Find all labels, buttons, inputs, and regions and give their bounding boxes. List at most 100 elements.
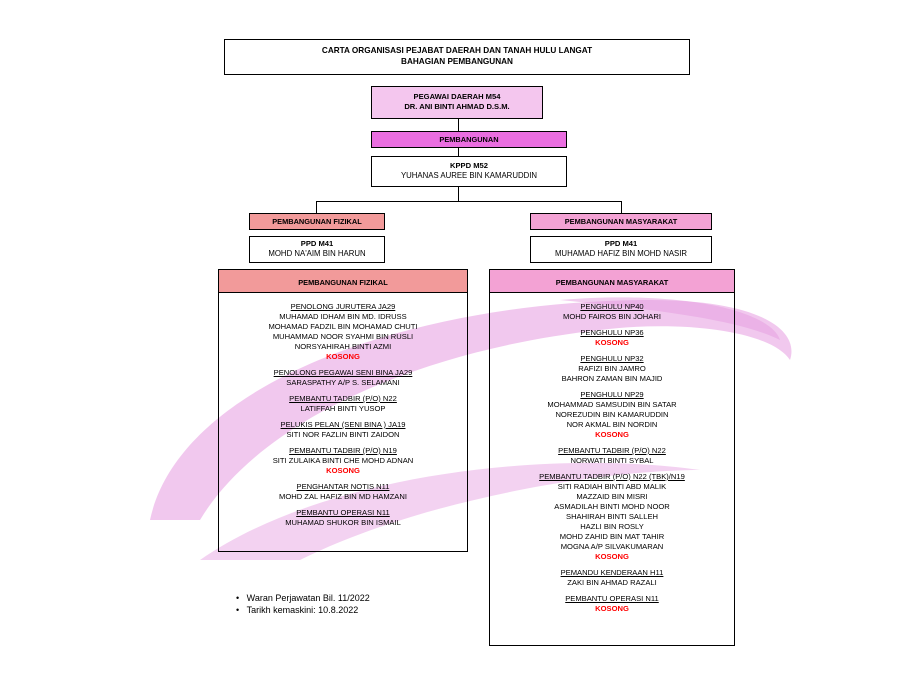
fizikal-ppd-box: PPD M41 MOHD NA'AIM BIN HARUN [249, 236, 385, 263]
staff-name: NOREZUDIN BIN KAMARUDDIN [555, 410, 669, 419]
fizikal-ppd-name: MOHD NA'AIM BIN HARUN [268, 249, 366, 258]
staff-name: SARASPATHY A/P S. SELAMANI [286, 378, 400, 387]
group-title: PEMBANTU TADBIR (P/O) N22 (TBK)/N19 [539, 472, 685, 481]
connector-line [621, 201, 622, 213]
chart-title-box: CARTA ORGANISASI PEJABAT DAERAH DAN TANA… [224, 39, 690, 75]
note-text: Waran Perjawatan Bil. 11/2022 [246, 593, 370, 603]
pegawai-name: DR. ANI BINTI AHMAD D.S.M. [404, 102, 510, 111]
staff-name: MAZZAID BIN MISRI [576, 492, 648, 501]
group-title: PENOLONG JURUTERA JA29 [290, 302, 396, 311]
staff-name: MOHD FAIROS BIN JOHARI [563, 312, 661, 321]
note-item: • Waran Perjawatan Bil. 11/2022 [236, 593, 370, 603]
note-text: Tarikh kemaskini: 10.8.2022 [246, 605, 359, 615]
staff-name: SITI RADIAH BINTI ABD MALIK [557, 482, 667, 491]
kppd-name: YUHANAS AUREE BIN KAMARUDDIN [400, 171, 538, 180]
fizikal-header-box: PEMBANGUNAN FIZIKAL [249, 213, 385, 230]
staff-name: ZAKI BIN AHMAD RAZALI [567, 578, 657, 587]
group-title: PEMBANTU TADBIR (P/O) N22 [289, 394, 397, 403]
fizikal-unit-header: PEMBANGUNAN FIZIKAL [298, 278, 388, 287]
division-label: PEMBANGUNAN [439, 135, 499, 144]
group-title: PEMBANTU TADBIR (P/O) N22 [558, 446, 666, 455]
fizikal-ppd-position: PPD M41 [300, 239, 334, 248]
masyarakat-header-box: PEMBANGUNAN MASYARAKAT [530, 213, 712, 230]
group-title: PEMBANTU OPERASI N11 [565, 594, 659, 603]
staff-name: MUHAMAD IDHAM BIN MD. IDRUSS [279, 312, 407, 321]
staff-name: NORSYAHIRAH BINTI AZMI [294, 342, 392, 351]
staff-name: MOHAMMAD SAMSUDIN BIN SATAR [547, 400, 677, 409]
staff-name: MOHD ZAL HAFIZ BIN MD HAMZANI [279, 492, 407, 501]
group-title: PENGHULU NP29 [580, 390, 644, 399]
vacant-label: KOSONG [595, 430, 629, 439]
connector-line [458, 119, 459, 131]
staff-name: ASMADILAH BINTI MOHD NOOR [554, 502, 670, 511]
chart-title: CARTA ORGANISASI PEJABAT DAERAH DAN TANA… [321, 46, 593, 55]
note-item: • Tarikh kemaskini: 10.8.2022 [236, 605, 359, 615]
staff-name: LATIFFAH BINTI YUSOP [300, 404, 386, 413]
group-title: PEMANDU KENDERAAN H11 [560, 568, 664, 577]
connector-line [316, 201, 317, 213]
vacant-label: KOSONG [595, 552, 629, 561]
connector-line [458, 148, 459, 156]
group-title: PELUKIS PELAN (SENI BINA ) JA19 [280, 420, 406, 429]
staff-name: SITI NOR FAZLIN BINTI ZAIDON [286, 430, 400, 439]
group-title: PENGHULU NP36 [580, 328, 644, 337]
vacant-label: KOSONG [326, 352, 360, 361]
division-box: PEMBANGUNAN [371, 131, 567, 148]
group-title: PENGHULU NP40 [580, 302, 644, 311]
group-title: PEMBANTU OPERASI N11 [296, 508, 390, 517]
staff-name: BAHRON ZAMAN BIN MAJID [561, 374, 663, 383]
staff-name: SITI ZULAIKA BINTI CHE MOHD ADNAN [272, 456, 414, 465]
staff-name: MOHD ZAHID BIN MAT TAHIR [559, 532, 665, 541]
pegawai-position: PEGAWAI DAERAH M54 [413, 92, 501, 101]
chart-subtitle: BAHAGIAN PEMBANGUNAN [401, 57, 513, 66]
masyarakat-ppd-name: MUHAMAD HAFIZ BIN MOHD NASIR [554, 249, 688, 258]
fizikal-unit-header-bar: PEMBANGUNAN FIZIKAL [219, 270, 467, 293]
kppd-position: KPPD M52 [450, 161, 488, 170]
vacant-label: KOSONG [595, 604, 629, 613]
masyarakat-unit-header: PEMBANGUNAN MASYARAKAT [555, 278, 669, 287]
connector-line [316, 201, 621, 202]
vacant-label: KOSONG [595, 338, 629, 347]
fizikal-header: PEMBANGUNAN FIZIKAL [272, 217, 362, 226]
masyarakat-ppd-position: PPD M41 [604, 239, 638, 248]
pegawai-daerah-box: PEGAWAI DAERAH M54 DR. ANI BINTI AHMAD D… [371, 86, 543, 119]
connector-line [458, 187, 459, 201]
staff-name: SHAHIRAH BINTI SALLEH [566, 512, 658, 521]
staff-name: NOR AKMAL BIN NORDIN [566, 420, 658, 429]
masyarakat-unit-header-bar: PEMBANGUNAN MASYARAKAT [490, 270, 734, 293]
vacant-label: KOSONG [326, 466, 360, 475]
fizikal-unit-panel: PEMBANGUNAN FIZIKAL PENOLONG JURUTERA JA… [218, 269, 468, 552]
group-title: PENGHULU NP32 [580, 354, 644, 363]
staff-name: HAZLI BIN ROSLY [580, 522, 644, 531]
masyarakat-header: PEMBANGUNAN MASYARAKAT [564, 217, 678, 226]
staff-name: MUHAMMAD NOOR SYAHMI BIN RUSLI [272, 332, 414, 341]
staff-name: MOHAMAD FADZIL BIN MOHAMAD CHUTI [268, 322, 418, 331]
masyarakat-ppd-box: PPD M41 MUHAMAD HAFIZ BIN MOHD NASIR [530, 236, 712, 263]
staff-name: RAFIZI BIN JAMRO [578, 364, 646, 373]
group-title: PENOLONG PEGAWAI SENI BINA JA29 [273, 368, 413, 377]
kppd-box: KPPD M52 YUHANAS AUREE BIN KAMARUDDIN [371, 156, 567, 187]
staff-name: NORWATI BINTI SYBAL [570, 456, 654, 465]
group-title: PEMBANTU TADBIR (P/O) N19 [289, 446, 397, 455]
staff-name: MOGNA A/P SILVAKUMARAN [560, 542, 664, 551]
staff-name: MUHAMAD SHUKOR BIN ISMAIL [285, 518, 401, 527]
